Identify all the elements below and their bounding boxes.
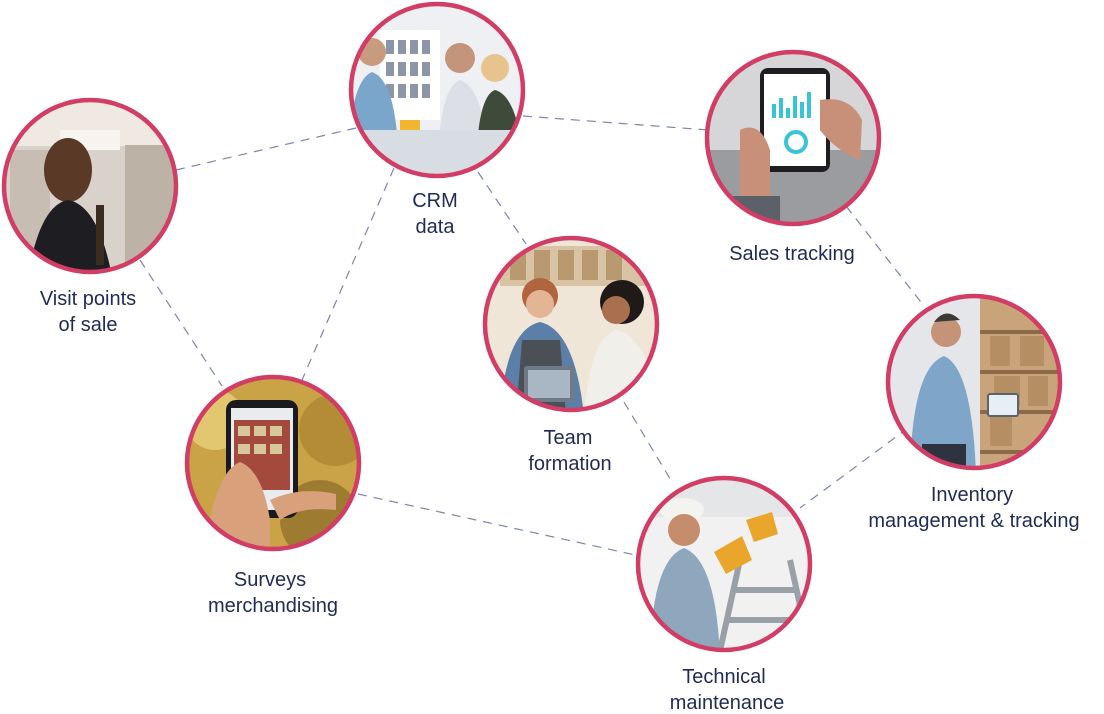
edge-crm-team <box>477 171 527 245</box>
node-surveys-merchandising <box>184 374 362 552</box>
edge-visit-surveys <box>139 259 223 387</box>
label-inventory-line1: Inventory <box>931 484 1013 506</box>
edge-crm-surveys <box>301 167 395 381</box>
crm-data-photo <box>351 4 523 176</box>
visit-points-of-sale-photo <box>4 100 176 272</box>
label-surveys-line2: merchandising <box>208 595 338 617</box>
label-sales-tracking: Sales tracking <box>729 243 855 265</box>
label-visit-points-of-sale-line2: of sale <box>59 314 118 336</box>
node-technical-maintenance <box>635 475 813 653</box>
edge-team-tech <box>623 401 673 483</box>
sales-tracking-photo <box>707 52 879 224</box>
label-team-formation-line2: formation <box>528 453 611 475</box>
node-sales-tracking <box>704 49 882 227</box>
edge-surveys-tech <box>357 493 641 557</box>
edge-inv-tech <box>799 427 909 509</box>
node-crm-data <box>348 1 526 179</box>
label-surveys-line1: Surveys <box>234 569 306 591</box>
node-team-formation <box>482 235 660 413</box>
node-visit-points-of-sale <box>1 97 179 275</box>
label-team-formation-line1: Team <box>544 427 593 449</box>
edge-visit-crm <box>175 127 357 171</box>
label-crm-data-line2: data <box>416 216 456 238</box>
inventory-management-photo <box>888 296 1060 468</box>
label-technical-line1: Technical <box>682 666 765 688</box>
node-labels: Visit points of sale CRM data Sales trac… <box>40 190 1080 714</box>
edge-crm-sales <box>522 115 709 131</box>
label-technical-line2: maintenance <box>670 692 785 714</box>
label-inventory-line2: management & tracking <box>868 510 1079 532</box>
label-crm-data-line1: CRM <box>412 190 458 212</box>
edge-sales-inv <box>845 205 925 307</box>
edges <box>139 115 925 557</box>
node-inventory-management <box>885 293 1063 471</box>
label-visit-points-of-sale-line1: Visit points <box>40 288 136 310</box>
